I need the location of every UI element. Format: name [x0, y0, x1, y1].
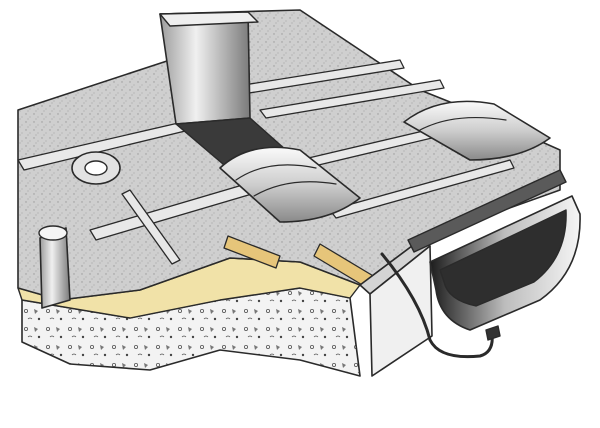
downpipe	[380, 252, 501, 359]
ventilation-strip	[407, 169, 567, 253]
tape-roll	[71, 151, 121, 185]
ridge-tile	[219, 146, 361, 223]
ridge-tile-right	[403, 100, 551, 161]
gutter	[429, 195, 581, 331]
pipe	[38, 225, 71, 309]
eave-edge	[359, 239, 433, 377]
